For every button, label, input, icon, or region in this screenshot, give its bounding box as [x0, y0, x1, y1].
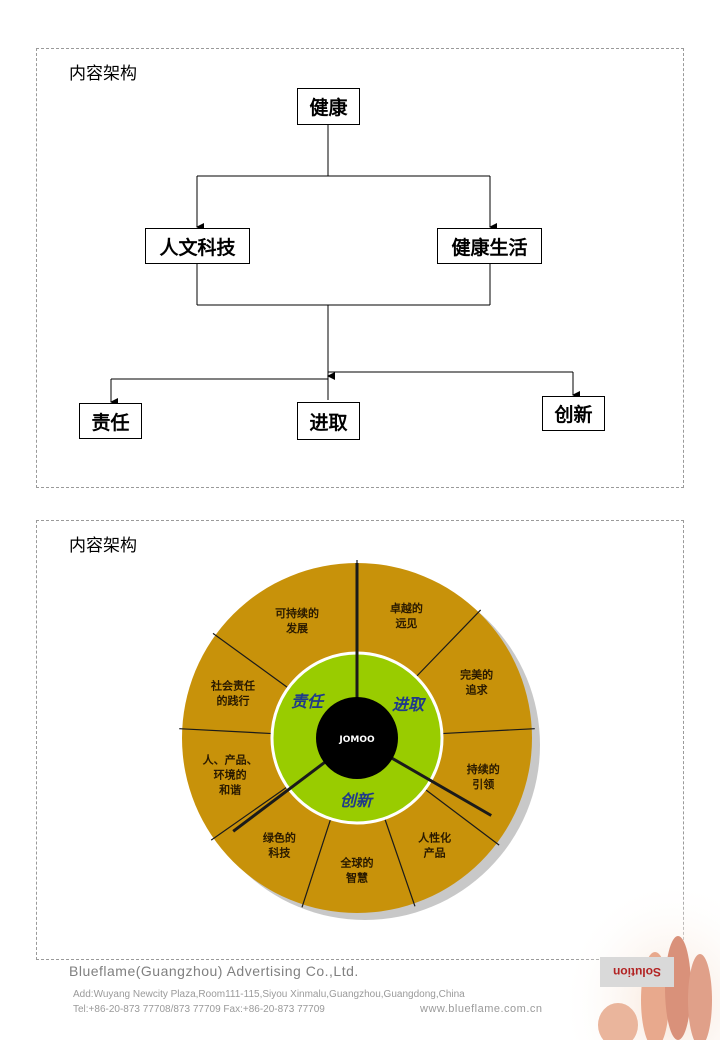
- footer-address: Add:Wuyang Newcity Plaza,Room111-115,Siy…: [73, 989, 465, 1000]
- node-innovation: 创新: [542, 396, 605, 431]
- outer-segment-label: 社会责任的践行: [210, 678, 255, 707]
- panel-title: 内容架构: [69, 64, 137, 84]
- segment-divider: [212, 632, 289, 689]
- solution-badge: Solution: [600, 957, 674, 987]
- node-enterprising: 进取: [297, 402, 360, 440]
- segment-divider: [415, 609, 482, 678]
- outer-segment-label: 绿色的科技: [263, 830, 296, 859]
- outer-dividers: [179, 560, 535, 908]
- footer-website[interactable]: www.blueflame.com.cn: [420, 1003, 543, 1015]
- outer-segment-label: 可持续的发展: [275, 606, 319, 635]
- node-responsibility: 责任: [79, 403, 142, 439]
- outer-segment-label: 人、产品、环境的和谐: [203, 752, 258, 796]
- footer-company: Blueflame(Guangzhou) Advertising Co.,Ltd…: [69, 963, 359, 979]
- tree-connectors: [110, 124, 580, 406]
- node-health: 健康: [297, 88, 360, 125]
- footer-contact: Tel:+86-20-873 77708/873 77709 Fax:+86-2…: [73, 1004, 325, 1015]
- inner-value-label: 进取: [392, 695, 427, 714]
- outer-segment-label: 持续的引领: [467, 762, 500, 791]
- outer-segment-label: 卓越的远见: [390, 601, 423, 630]
- structure-panel-tree: 内容架构: [36, 48, 684, 488]
- solution-badge-text: Solution: [613, 965, 661, 979]
- inner-value-label: 创新: [340, 791, 375, 810]
- segment-divider: [441, 728, 535, 735]
- segment-divider: [424, 788, 500, 846]
- inner-value-label: 责任: [291, 692, 326, 711]
- structure-panel-wheel: 内容架构: [36, 520, 684, 960]
- hand-decoration: [560, 860, 720, 1040]
- segment-divider: [210, 786, 288, 841]
- center-brand: JOMOO: [338, 735, 375, 745]
- segment-divider: [301, 818, 332, 908]
- outer-segment-label: 全球的智慧: [340, 856, 374, 885]
- node-humanistic-tech: 人文科技: [145, 228, 250, 264]
- node-healthy-life: 健康生活: [437, 228, 542, 264]
- wheel-center: [316, 697, 398, 779]
- outer-segment-label: 完美的追求: [460, 668, 493, 697]
- panel-title: 内容架构: [69, 536, 137, 556]
- segment-divider: [179, 728, 273, 735]
- segment-divider: [384, 818, 416, 907]
- outer-segment-label: 人性化产品: [418, 830, 451, 859]
